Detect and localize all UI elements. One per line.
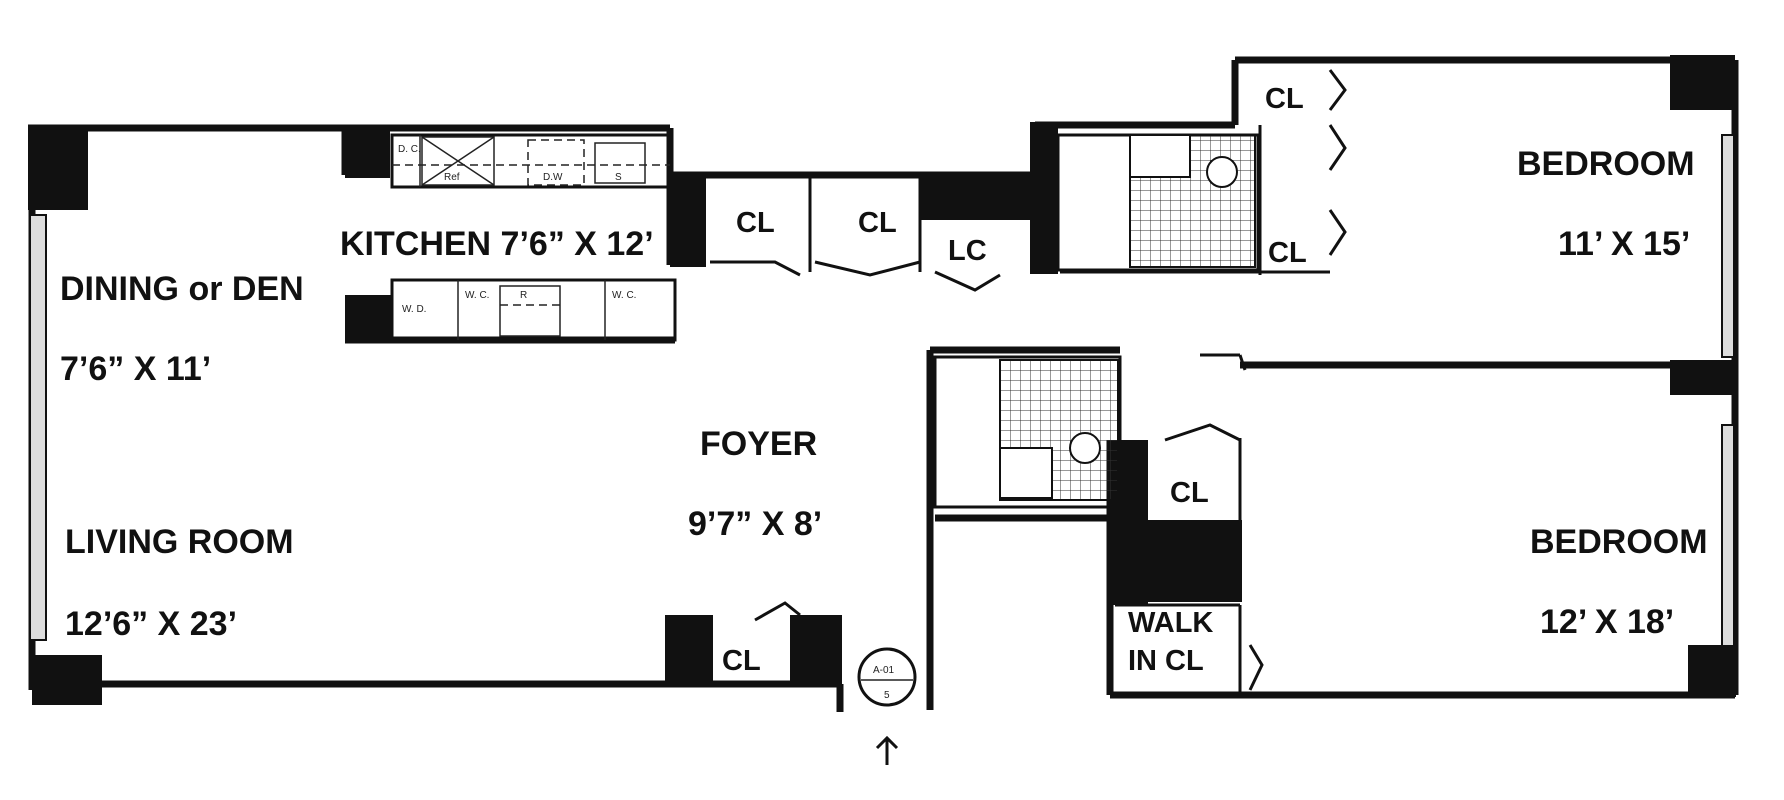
label-dc: D. C.	[398, 144, 421, 155]
closet-label-bath: CL	[1170, 477, 1209, 509]
walk-in-closet-line2: IN CL	[1128, 645, 1204, 677]
entry-tag-top: A-01	[873, 665, 895, 676]
closet-labels: CL CL LC CL CL CL CL	[722, 83, 1307, 677]
door-swings	[710, 69, 1347, 691]
label-dw: D.W	[543, 172, 563, 183]
label-wd: W. D.	[402, 304, 426, 315]
window-left	[29, 214, 47, 641]
columns	[28, 55, 1736, 705]
entry-tag: A-01 5	[857, 647, 917, 765]
window-bedroom-2	[1721, 424, 1735, 656]
bedroom-2-name: BEDROOM	[1530, 523, 1708, 561]
living-size: 12’6” X 23’	[65, 605, 237, 643]
closet-label-bed1-bottom: CL	[1268, 237, 1307, 269]
entry-arrow-icon	[875, 735, 899, 765]
kitchen-lower-counter: W. D. W. C. R W. C.	[390, 278, 677, 342]
label-ref: Ref	[444, 172, 460, 183]
room-labels: DINING or DEN 7’6” X 11’ KITCHEN 7’6” X …	[60, 145, 1708, 677]
bathroom-1	[1056, 133, 1260, 272]
window-bedroom-1	[1721, 134, 1735, 358]
bathroom-2	[933, 355, 1122, 509]
closet-label-bed1-top: CL	[1265, 83, 1304, 115]
label-sink: S	[615, 172, 622, 183]
kitchen-label: KITCHEN 7’6” X 12’	[340, 225, 654, 263]
dining-size: 7’6” X 11’	[60, 350, 211, 388]
foyer-size: 9’7” X 8’	[688, 505, 822, 543]
kitchen-upper-counter: D. C. Ref D.W S	[390, 133, 672, 189]
bedroom-2-size: 12’ X 18’	[1540, 603, 1674, 641]
closet-label-2: CL	[858, 207, 897, 239]
entry-tag-circle	[857, 647, 917, 707]
entry-tag-bottom: 5	[884, 690, 890, 701]
linen-closet-label: LC	[948, 235, 987, 267]
closet-label-foyer: CL	[722, 645, 761, 677]
bedroom-1-name: BEDROOM	[1517, 145, 1695, 183]
living-name: LIVING ROOM	[65, 523, 294, 561]
dining-name: DINING or DEN	[60, 270, 304, 308]
foyer-name: FOYER	[700, 425, 817, 463]
walk-in-closet-line1: WALK	[1128, 607, 1213, 639]
walls	[28, 56, 1739, 712]
bedroom-1-size: 11’ X 15’	[1558, 225, 1690, 263]
label-wc1: W. C.	[465, 290, 489, 301]
closet-label-1: CL	[736, 207, 775, 239]
label-range: R	[520, 290, 527, 301]
label-wc2: W. C.	[612, 290, 636, 301]
